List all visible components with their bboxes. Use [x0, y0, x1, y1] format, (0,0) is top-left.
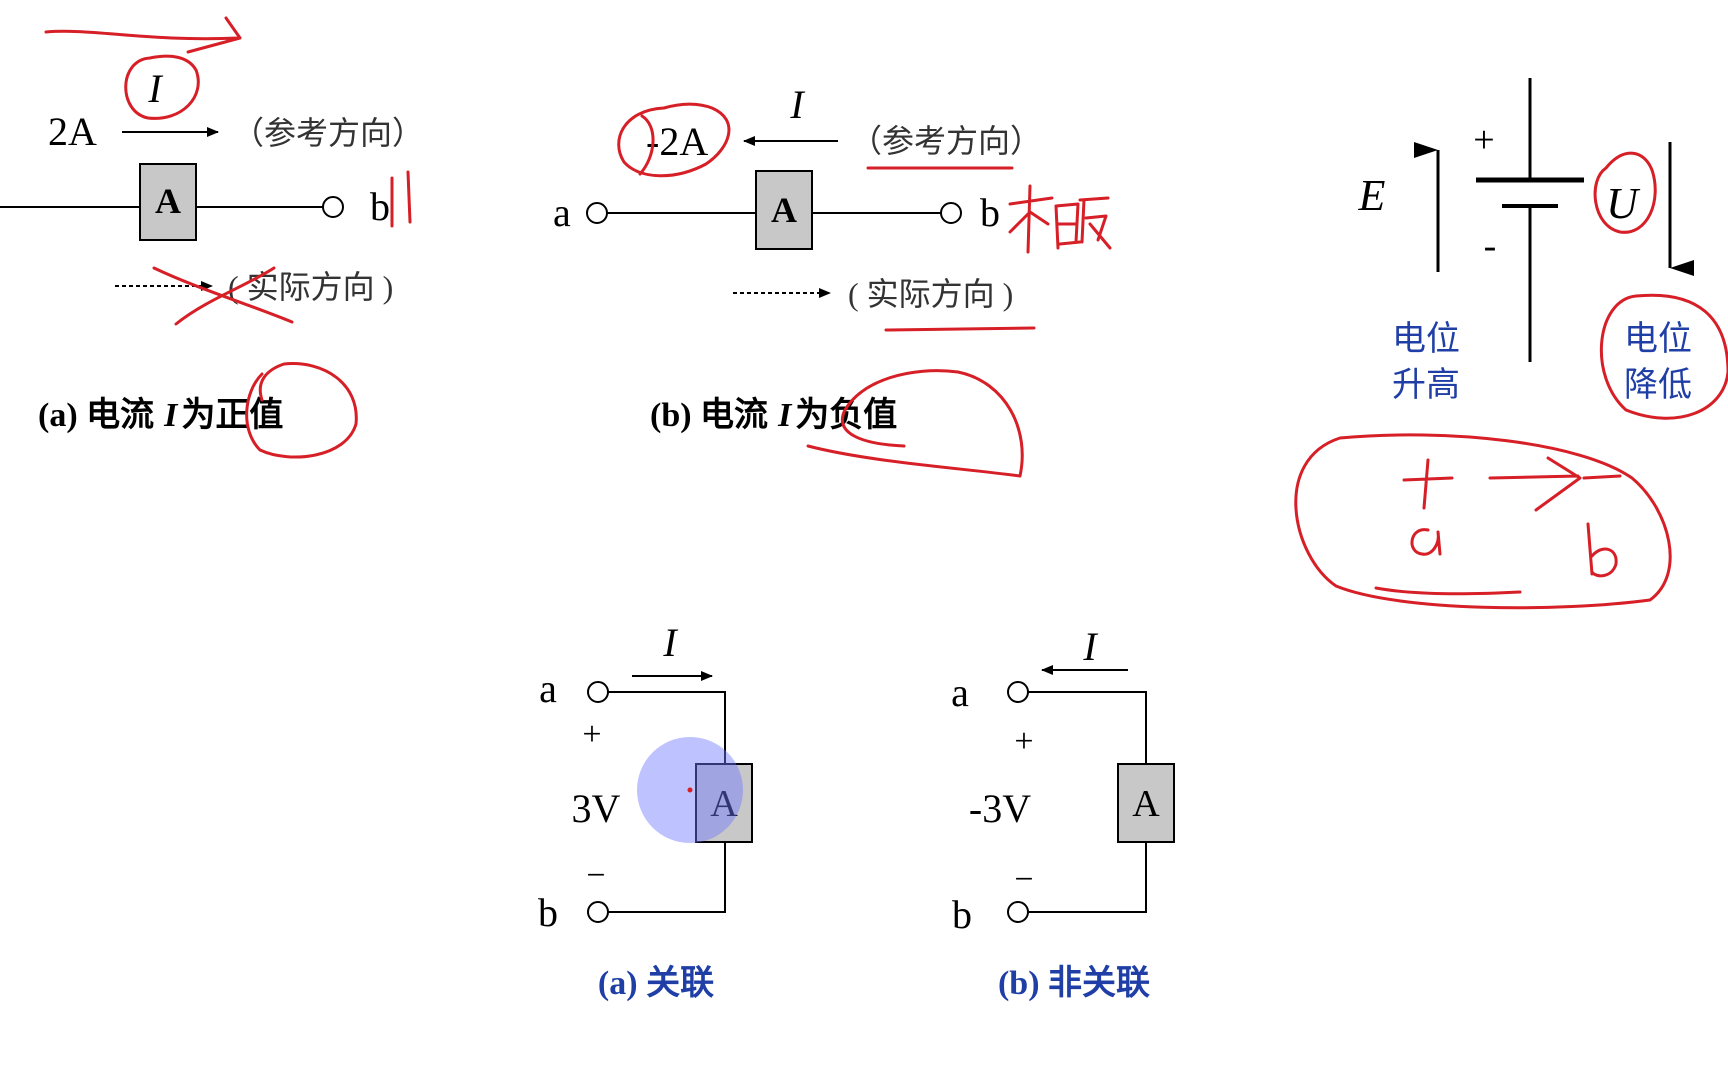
- ink-circle-I: [124, 54, 200, 120]
- cursor-dot: [687, 787, 693, 793]
- ink-word-opposite: [1008, 184, 1112, 254]
- element-label: A: [710, 783, 738, 825]
- ink-arrow-right: [44, 16, 242, 54]
- ink-mark-11: [390, 170, 412, 228]
- terminal-b: [1007, 901, 1029, 923]
- current-value: -2A: [646, 119, 708, 164]
- potential-drop-line2: 降低: [1624, 366, 1692, 404]
- reference-direction-label: （参考方向）: [232, 115, 424, 151]
- element-label: A: [1132, 783, 1160, 825]
- ink-minus: [1582, 474, 1622, 480]
- plus-sign: +: [1014, 723, 1033, 760]
- potential-rise-line1: 电位: [1392, 320, 1460, 358]
- minus-sign: -: [1484, 225, 1497, 267]
- node-a-label: a: [951, 670, 969, 715]
- voltage-label: 3V: [572, 786, 621, 831]
- terminal-b: [587, 901, 609, 923]
- figure-battery-source: + - E U 电位 升高 电位 降低: [1358, 78, 1694, 404]
- current-value: 2A: [48, 109, 97, 154]
- element-box: [695, 763, 753, 843]
- current-symbol: I: [147, 66, 163, 111]
- node-b-label: b: [980, 190, 1000, 235]
- ink-loop-negative: [806, 369, 1024, 478]
- terminal-b: [940, 202, 962, 224]
- handwritten-annotations: [44, 16, 1728, 610]
- current-symbol: I: [1082, 624, 1098, 669]
- ink-letter-a: [1410, 528, 1442, 556]
- wire: [608, 842, 726, 913]
- node-a-label: a: [553, 190, 571, 235]
- figure-associated: I a A b + 3V − (a) 关联: [538, 620, 753, 1002]
- terminal-a: [1007, 681, 1029, 703]
- figure-non-associated: I a A b + -3V − (b) 非关联: [951, 624, 1175, 1002]
- element-box: [139, 163, 197, 241]
- ink-arrow-a-to-b: [1488, 456, 1582, 512]
- ink-circle-neg-value: [617, 102, 731, 178]
- ink-plus: [1402, 458, 1454, 510]
- pointer-highlight: [637, 737, 743, 843]
- ink-circle-U: [1593, 151, 1657, 234]
- plus-sign: +: [582, 716, 601, 753]
- reference-direction-label: （参考方向）: [850, 123, 1042, 159]
- ink-underline-actual: [884, 326, 1036, 332]
- element-box: [1117, 763, 1175, 843]
- actual-direction-label: ( 实际方向 ): [228, 269, 393, 305]
- voltage-label: -3V: [969, 786, 1031, 831]
- ink-circle-potential-drop: [1599, 293, 1728, 420]
- current-symbol: I: [662, 620, 678, 665]
- caption: (b) 非关联: [998, 964, 1150, 1002]
- node-b-label: b: [952, 892, 972, 937]
- minus-sign: −: [586, 857, 605, 894]
- element-box: [755, 170, 813, 250]
- emf-label: E: [1358, 171, 1386, 220]
- element-label: A: [155, 181, 181, 221]
- caption: (a) 关联: [598, 964, 714, 1002]
- terminal-a: [587, 681, 609, 703]
- minus-sign: −: [1014, 861, 1033, 898]
- wire: [1028, 842, 1147, 913]
- ink-large-loop: [1294, 433, 1672, 610]
- wire: [1028, 691, 1147, 764]
- ink-letter-b: [1586, 522, 1618, 578]
- node-b-label: b: [370, 184, 390, 229]
- node-a-label: a: [539, 666, 557, 711]
- wire: [608, 691, 726, 764]
- ink-circle-positive: [245, 362, 358, 459]
- voltage-label: U: [1606, 179, 1641, 228]
- potential-rise-line2: 升高: [1392, 366, 1460, 404]
- terminal-b: [322, 196, 344, 218]
- potential-drop-line1: 电位: [1624, 320, 1692, 358]
- node-b-label: b: [538, 890, 558, 935]
- element-label: A: [771, 190, 797, 230]
- ink-cross-out: [152, 266, 294, 326]
- current-symbol: I: [789, 82, 805, 127]
- terminal-a: [586, 202, 608, 224]
- actual-direction-label: ( 实际方向 ): [848, 276, 1013, 312]
- plus-sign: +: [1473, 119, 1494, 161]
